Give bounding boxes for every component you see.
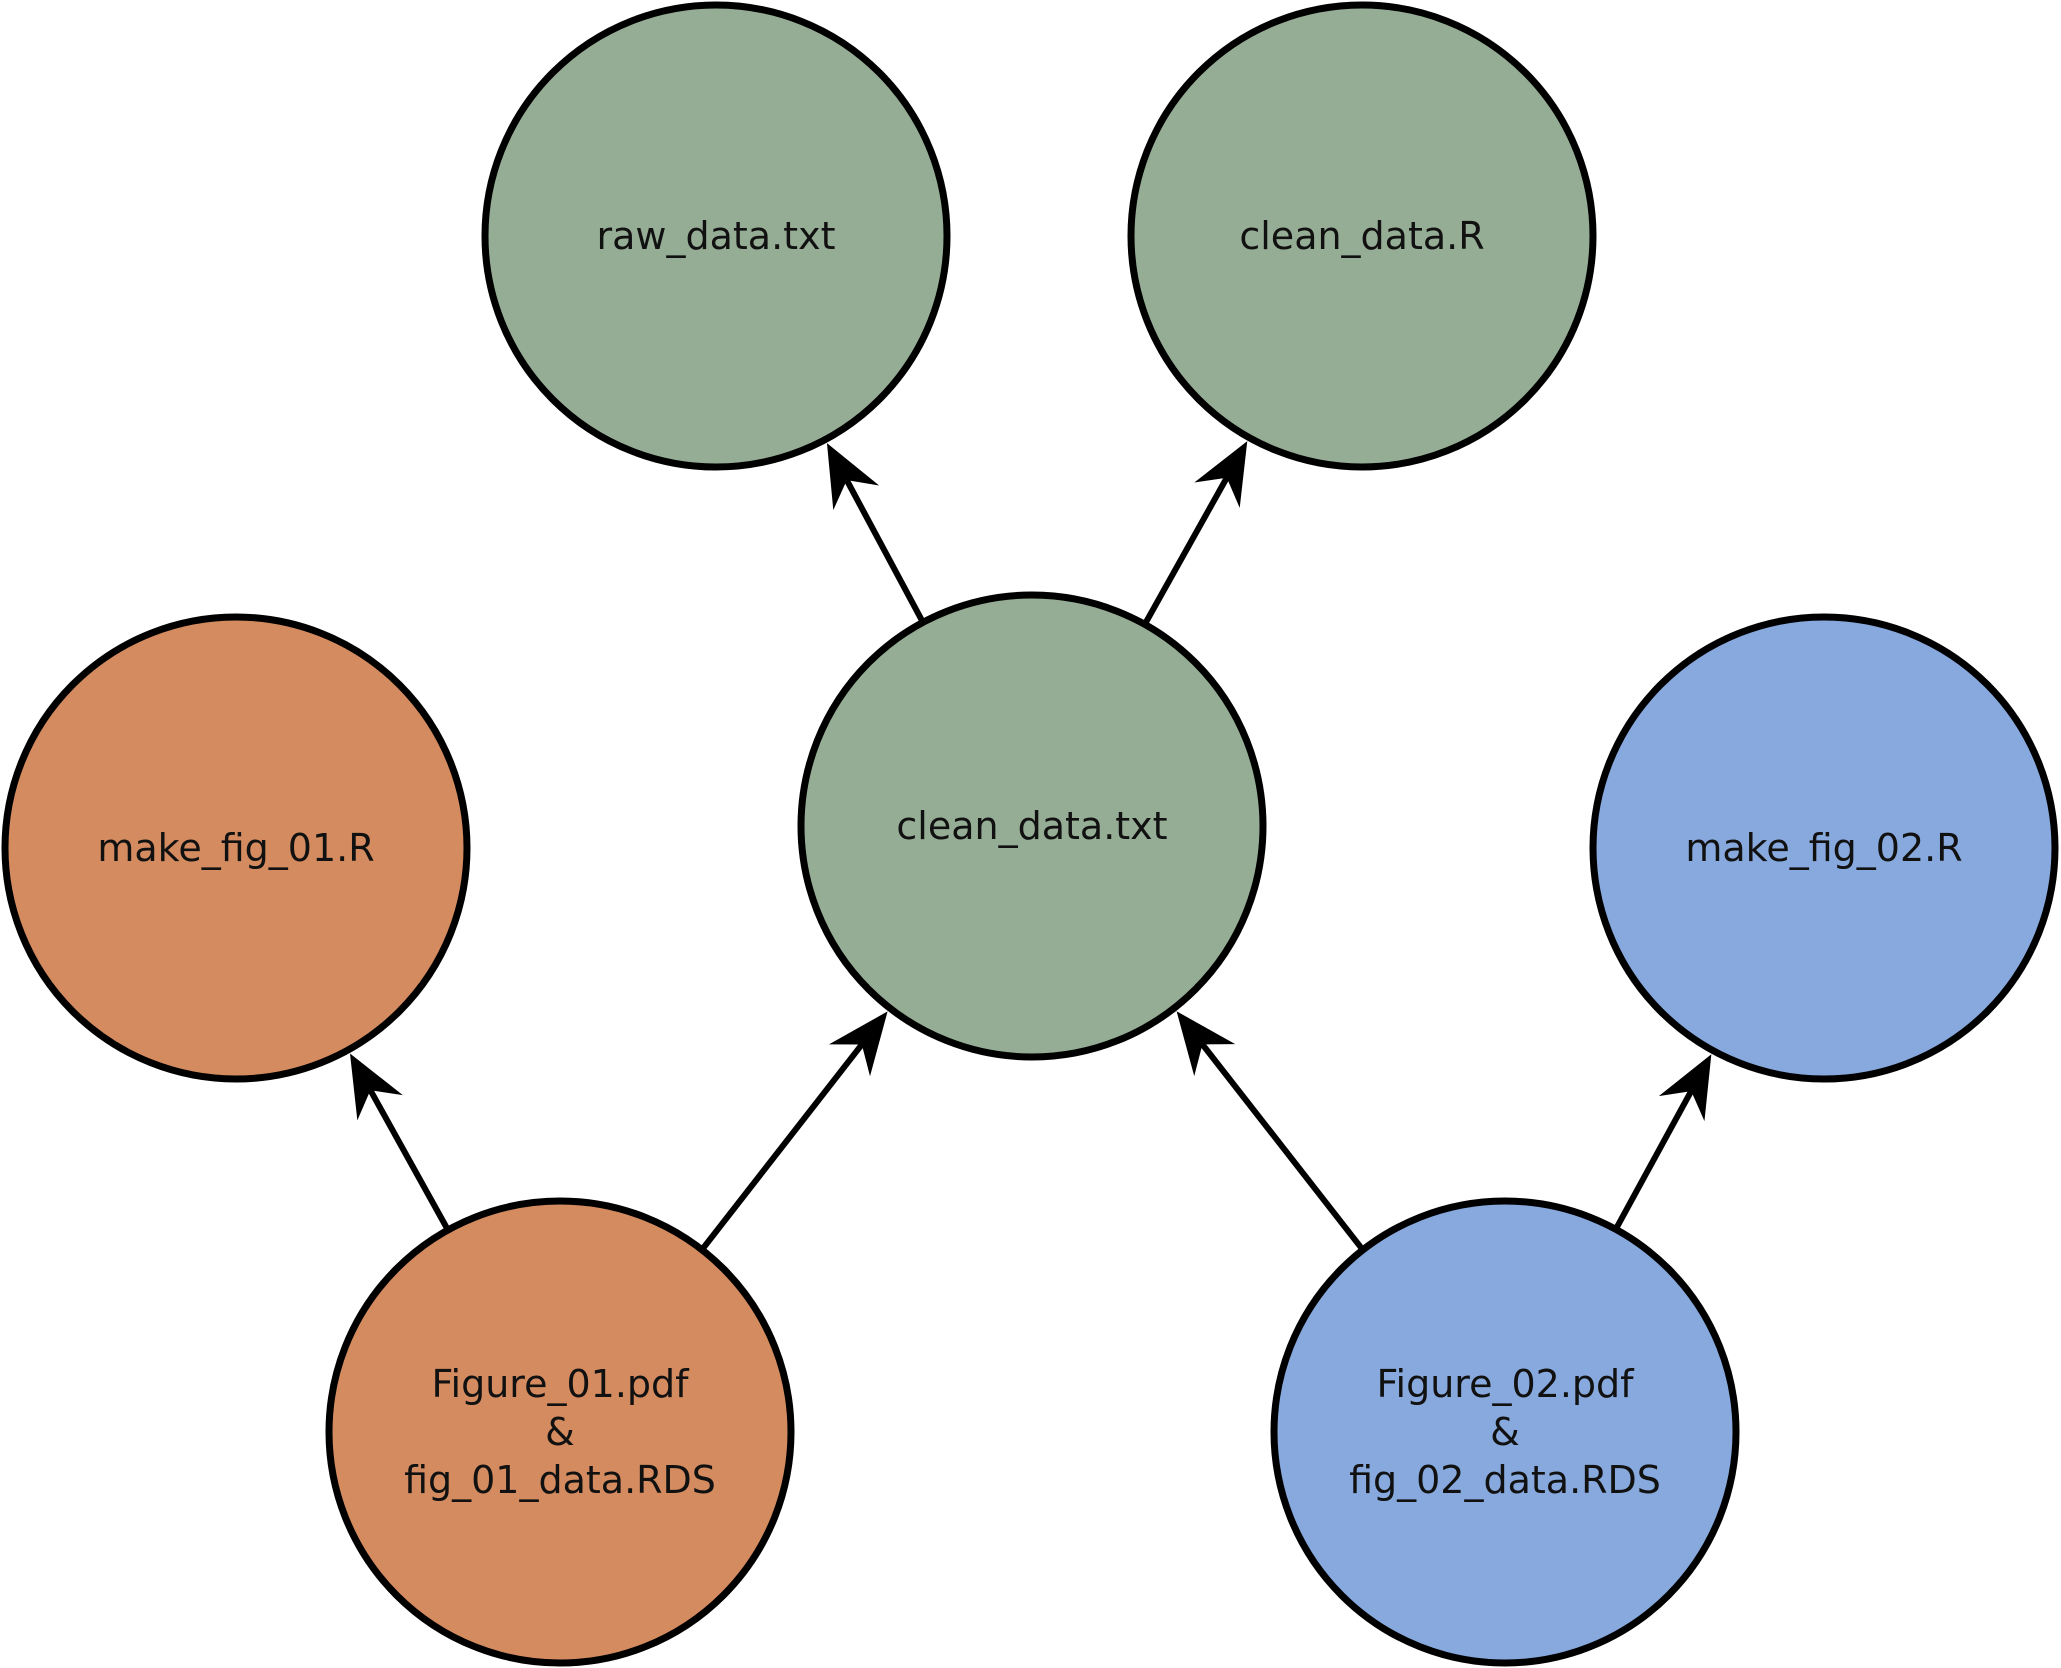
node-label: make_fig_02.R (1685, 826, 1962, 870)
node-label: Figure_01.pdf (431, 1362, 690, 1406)
node-circle (1127, 1, 1597, 471)
node-label: fig_01_data.RDS (404, 1458, 716, 1502)
edge-figure_01-to-clean_data_txt (701, 1011, 888, 1250)
node-label: raw_data.txt (597, 214, 836, 258)
edge-line (1614, 1089, 1694, 1229)
node-circle (797, 591, 1267, 1061)
edge-line (1143, 476, 1230, 624)
edge-figure_02-to-make_fig_02 (1614, 1054, 1712, 1229)
arrowhead-icon (826, 443, 880, 511)
arrowhead-icon (1194, 441, 1248, 508)
node-circle (1, 613, 471, 1083)
node-circle (325, 1197, 795, 1667)
edge-figure_02-to-clean_data_txt (1176, 1011, 1364, 1250)
node-clean_data_txt: clean_data.txt (797, 591, 1267, 1061)
node-label: fig_02_data.RDS (1349, 1458, 1661, 1502)
edge-line (1200, 1042, 1364, 1250)
node-circle (1589, 613, 2059, 1083)
node-label: make_fig_01.R (97, 826, 374, 870)
node-raw_data: raw_data.txt (481, 1, 951, 471)
arrowhead-icon (1658, 1054, 1712, 1122)
node-label: Figure_02.pdf (1376, 1362, 1635, 1406)
node-circle (481, 1, 951, 471)
edge-clean_data_txt-to-raw_data (826, 443, 925, 622)
edge-line (701, 1042, 865, 1250)
arrowhead-icon (828, 1011, 888, 1077)
node-figure_02: Figure_02.pdf&fig_02_data.RDS (1270, 1197, 1740, 1667)
edge-clean_data_txt-to-clean_data_r (1143, 441, 1248, 624)
node-label: clean_data.txt (896, 804, 1167, 848)
arrowhead-icon (1176, 1011, 1236, 1077)
edge-line (844, 478, 925, 622)
node-make_fig_02: make_fig_02.R (1589, 613, 2059, 1083)
node-label: & (545, 1410, 575, 1454)
node-make_fig_01: make_fig_01.R (1, 613, 471, 1083)
node-label: clean_data.R (1239, 214, 1484, 258)
node-figure_01: Figure_01.pdf&fig_01_data.RDS (325, 1197, 795, 1667)
edge-figure_01-to-make_fig_01 (350, 1053, 450, 1229)
arrowhead-icon (350, 1053, 403, 1121)
node-label: & (1490, 1410, 1520, 1454)
edges-layer (350, 441, 1712, 1250)
edge-line (367, 1088, 450, 1229)
node-circle (1270, 1197, 1740, 1667)
node-clean_data_r: clean_data.R (1127, 1, 1597, 471)
